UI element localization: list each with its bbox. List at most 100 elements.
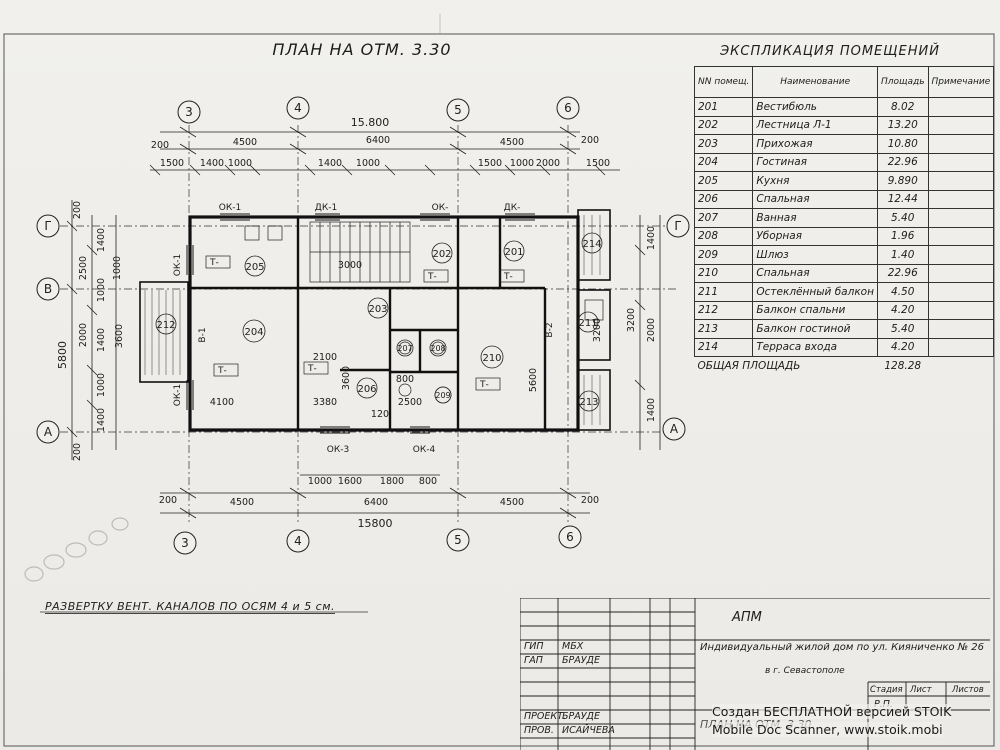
opening-label: ОК- <box>432 203 449 213</box>
header-cell: Площадь <box>876 66 929 98</box>
room-number: 212 <box>693 300 754 320</box>
dim-inner: 800 <box>396 374 414 385</box>
room-name: Вестибюль <box>752 97 878 117</box>
dim-left: 1400 <box>96 328 107 352</box>
axis-label: 4 <box>294 534 302 548</box>
axis-label: В <box>44 282 52 296</box>
room-name: Терраса входа <box>752 337 878 357</box>
room-name: Ванная <box>752 208 878 228</box>
opening-label: В-2 <box>545 322 555 337</box>
stamp-gap-role: ГАП <box>524 655 543 666</box>
room-number: 204 <box>693 152 754 172</box>
room-number: 205 <box>693 171 754 191</box>
room-name: Уборная <box>752 226 878 246</box>
balcony-211 <box>577 289 611 361</box>
drawing-note: РАЗВЕРТКУ ВЕНТ. КАНАЛОВ ПО ОСЯМ 4 и 5 см… <box>45 600 336 614</box>
room-label: 208 <box>430 344 445 353</box>
room-number: 209 <box>693 245 754 265</box>
room-label: 207 <box>397 344 412 353</box>
stamp-stage-header: Стадия <box>870 685 903 695</box>
dim-bottom: 4500 <box>230 497 254 508</box>
room-number: 203 <box>693 134 754 154</box>
room-label: 201 <box>504 247 523 258</box>
room-number: 214 <box>693 337 754 357</box>
dim-left: 1000 <box>96 373 107 397</box>
room-area: 4.20 <box>876 337 929 357</box>
stamp-gip-name: МБХ <box>562 641 584 652</box>
room-note <box>927 189 995 209</box>
dim-inner: 3000 <box>338 260 362 271</box>
room-name: Кухня <box>752 171 878 191</box>
room-name: Шлюз <box>752 245 878 265</box>
axis-label: 3 <box>185 105 193 119</box>
opening-label: ОК-3 <box>327 445 349 455</box>
room-number: 210 <box>693 263 754 283</box>
axis-bubble-4-bottom <box>286 529 310 553</box>
stamp-sheets-header: Листов <box>952 685 984 695</box>
room-label: 206 <box>357 384 376 395</box>
room-number: 202 <box>693 115 754 135</box>
axis-bubble-3-top <box>177 100 201 124</box>
room-number: 213 <box>693 319 754 339</box>
dim-end: 200 <box>581 135 599 146</box>
room-label: 202 <box>432 249 451 260</box>
interior-walls <box>190 217 547 430</box>
room-name: Гостиная <box>752 152 878 172</box>
room-name: Лестница Л-1 <box>752 115 878 135</box>
room-mark: Т- <box>307 364 317 374</box>
dim-top: 4500 <box>500 137 524 148</box>
axis-label: Г <box>44 219 51 233</box>
room-mark: Т- <box>209 258 219 268</box>
axis-label: 3 <box>181 536 189 550</box>
stamp-project: Индивидуальный жилой дом по ул. Кияничен… <box>700 642 985 653</box>
dim-left: 1400 <box>96 408 107 432</box>
balcony-212 <box>139 281 189 383</box>
room-label: 214 <box>582 239 601 250</box>
dim-left: 3600 <box>114 324 125 348</box>
header-cell: Примечание <box>927 66 995 98</box>
room-name: Балкон спальни <box>752 300 878 320</box>
room-label: 213 <box>579 397 598 408</box>
dim-bottom: 800 <box>419 476 437 487</box>
balcony-213 <box>577 369 611 431</box>
room-name: Спальная <box>752 189 878 209</box>
dim-left-total: 5800 <box>56 341 69 369</box>
dim-top: 2000 <box>536 158 560 169</box>
axis-label: 5 <box>454 103 462 117</box>
dim-top: 1000 <box>356 158 380 169</box>
dim-top: 1000 <box>228 158 252 169</box>
axis-bubble-4-top <box>286 96 310 120</box>
explication-table: NN помещ. Наименование Площадь Примечани… <box>693 66 995 375</box>
room-note <box>927 134 995 154</box>
balconies <box>139 209 611 431</box>
dim-top: 4500 <box>233 137 257 148</box>
opening-label: ОК-1 <box>173 254 183 276</box>
dim-left: 2500 <box>78 256 89 280</box>
scanner-watermark-line1: Создан БЕСПЛАТНОЙ версией STOIK <box>712 704 952 719</box>
room-note <box>927 337 995 357</box>
stamp-designer-name: БРАУДЕ <box>562 711 600 722</box>
room-area: 10.80 <box>876 134 929 154</box>
room-note <box>927 263 995 283</box>
dim-bottom: 1600 <box>338 476 362 487</box>
dim-inner: 3200 <box>592 318 603 342</box>
room-mark: Т- <box>503 272 513 282</box>
dim-end: 200 <box>151 140 169 151</box>
room-number: 206 <box>693 189 754 209</box>
header-cell: NN помещ. <box>693 66 754 98</box>
room-area: 8.02 <box>876 97 929 117</box>
room-area: 12.44 <box>876 189 929 209</box>
room-area: 4.20 <box>876 300 929 320</box>
room-label: 205 <box>245 262 264 273</box>
total-label: ОБЩАЯ ПЛОЩАДЬ <box>694 356 878 375</box>
